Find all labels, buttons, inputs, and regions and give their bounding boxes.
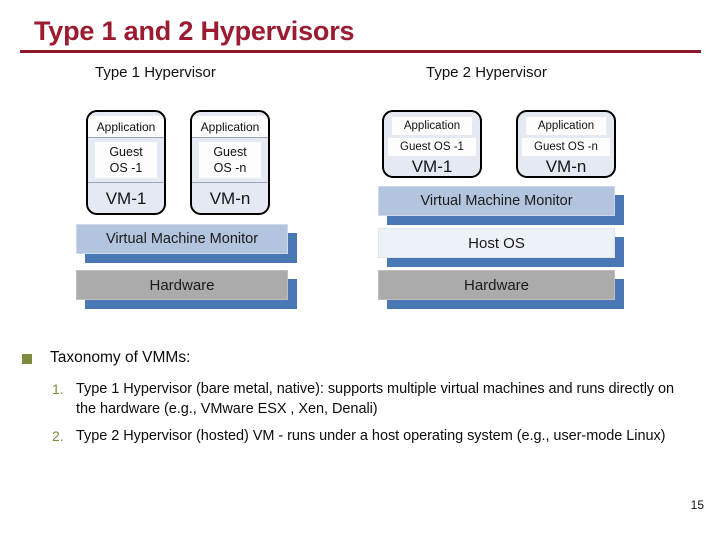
heading-type-2-hypervisor: Type 2 Hypervisor <box>426 64 547 81</box>
list-item: 2. Type 2 Hypervisor (hosted) VM - runs … <box>52 426 698 446</box>
type1-vm-box-1: Application Guest OS -1 VM-1 <box>86 110 166 215</box>
lead-bullet-row: Taxonomy of VMMs: <box>22 348 698 368</box>
numbered-list: 1. Type 1 Hypervisor (bare metal, native… <box>22 379 698 446</box>
type1-vm1-guest-os-line2: OS -1 <box>109 161 143 175</box>
title-underline-rule <box>20 50 701 53</box>
list-item-number-2: 2. <box>52 428 64 444</box>
type1-vmn-guest-os-label: Guest OS -n <box>199 142 261 178</box>
type2-vmn-guest-os-label: Guest OS -n <box>522 138 610 156</box>
type2-vmn-application-label: Application <box>526 117 606 135</box>
page-title: Type 1 and 2 Hypervisors <box>34 16 355 46</box>
heading-type-1-hypervisor: Type 1 Hypervisor <box>95 64 216 81</box>
type1-layer-hardware: Hardware <box>76 270 297 309</box>
list-item-text-2: Type 2 Hypervisor (hosted) VM - runs und… <box>76 428 666 444</box>
type2-vm1-application-label: Application <box>392 117 472 135</box>
square-bullet-icon <box>22 354 32 364</box>
lead-bullet-text: Taxonomy of VMMs: <box>50 349 191 366</box>
type2-vm1-guest-os-label: Guest OS -1 <box>388 138 476 156</box>
type2-layer-host-os: Host OS <box>378 228 624 267</box>
list-item: 1. Type 1 Hypervisor (bare metal, native… <box>52 379 698 419</box>
type2-vm-box-1: Application Guest OS -1 VM-1 <box>382 110 482 178</box>
type1-vm1-application-label: Application <box>88 116 164 138</box>
type1-hardware-bar-label: Hardware <box>76 270 288 300</box>
type1-layer-virtual-machine-monitor: Virtual Machine Monitor <box>76 224 297 263</box>
list-item-number-1: 1. <box>52 381 64 397</box>
type2-vmn-label: VM-n <box>545 157 587 176</box>
list-item-text-1: Type 1 Hypervisor (bare metal, native): … <box>76 381 675 417</box>
type2-host-os-bar-label: Host OS <box>378 228 615 258</box>
type2-vm-box-n: Application Guest OS -n VM-n <box>516 110 616 178</box>
type1-vmn-application-label: Application <box>192 116 268 138</box>
type2-vm1-label: VM-1 <box>411 157 453 176</box>
page-number: 15 <box>690 498 704 512</box>
type1-vm1-label: VM-1 <box>88 182 164 213</box>
type2-hardware-bar-label: Hardware <box>378 270 615 300</box>
type2-vmm-bar-label: Virtual Machine Monitor <box>378 186 615 216</box>
bullet-block: Taxonomy of VMMs: 1. Type 1 Hypervisor (… <box>22 348 698 453</box>
type1-vmn-guest-os-line2: OS -n <box>213 161 247 175</box>
type1-vm1-guest-os-label: Guest OS -1 <box>95 142 157 178</box>
type1-vmn-label: VM-n <box>192 182 268 213</box>
type2-layer-virtual-machine-monitor: Virtual Machine Monitor <box>378 186 624 225</box>
type1-vm1-guest-os-line1: Guest <box>109 145 143 159</box>
type2-layer-hardware: Hardware <box>378 270 624 309</box>
type1-vmm-bar-label: Virtual Machine Monitor <box>76 224 288 254</box>
type1-vmn-guest-os-line1: Guest <box>213 145 247 159</box>
type1-vm-box-n: Application Guest OS -n VM-n <box>190 110 270 215</box>
